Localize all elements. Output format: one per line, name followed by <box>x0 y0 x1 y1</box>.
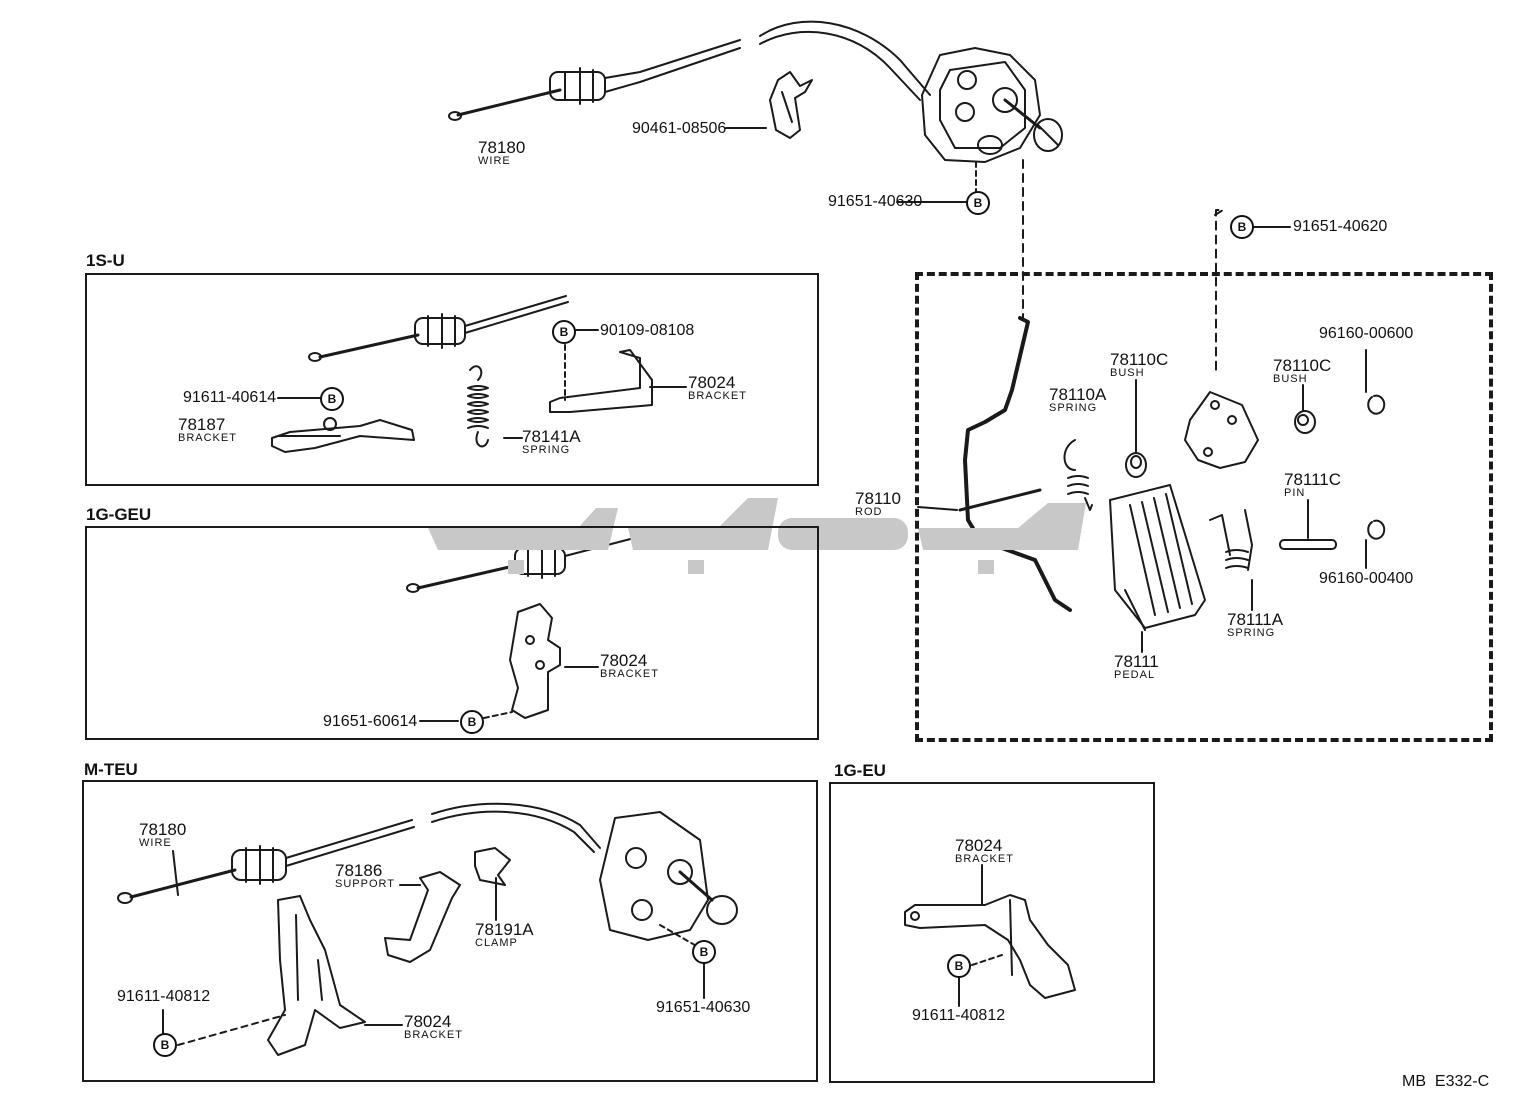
part-name-label: BUSH <box>1110 367 1145 379</box>
mteu-clamp-78191A <box>474 847 511 886</box>
part-number-label: 96160-00600 <box>1319 325 1414 342</box>
mteu-wire <box>117 802 601 904</box>
top-pedal-mount-plate <box>921 47 1063 163</box>
pedal-assembly-dashed-box <box>915 272 1493 742</box>
part-number-label: 78024 <box>600 651 648 670</box>
part-name-label: BRACKET <box>688 390 747 402</box>
part-number-label: 78191A <box>475 920 534 939</box>
part-name-label: CLAMP <box>475 937 518 949</box>
washer-96160-00600 <box>1367 394 1386 415</box>
watermark-logo <box>428 498 1086 574</box>
bolt-marker: B <box>966 191 990 215</box>
mteu-support-78186 <box>384 871 461 963</box>
top-wire-assembly <box>448 20 931 121</box>
part-number-label: 78180 <box>139 820 187 839</box>
leader-right-bolt <box>1214 209 1224 371</box>
su-spring-78141A <box>467 365 489 448</box>
part-name-label: PIN <box>1284 487 1306 499</box>
section-title-1g-eu: 1G-EU <box>834 761 886 780</box>
part-number-label: 78024 <box>404 1012 452 1031</box>
part-number-label: 78111C <box>1284 470 1342 489</box>
part-number-label: 78111 <box>1114 652 1159 671</box>
part-number-label: 91651-40630 <box>828 193 923 210</box>
part-number-label: 91651-40620 <box>1293 218 1388 235</box>
su-bracket-78187 <box>271 417 415 453</box>
section-title-1g-geu: 1G-GEU <box>86 505 152 524</box>
part-number-label: 78180 <box>478 138 526 157</box>
top-clip-90461 <box>769 71 813 139</box>
part-number-label: 78024 <box>688 373 736 392</box>
spring-78110A <box>1063 439 1093 511</box>
eu-bracket-78024 <box>904 894 1076 999</box>
diagram-reference-code: MB E332-C <box>1402 1073 1490 1090</box>
part-name-label: SUPPORT <box>335 878 395 890</box>
geu-bracket-78024 <box>509 603 561 719</box>
section-box-1g-geu <box>85 526 819 740</box>
part-number-label: 78110A <box>1049 385 1107 404</box>
washer-96160-00400 <box>1367 519 1386 540</box>
bolt-marker: B <box>153 1033 177 1057</box>
part-name-label: BRACKET <box>955 853 1014 865</box>
pedal-78111 <box>1109 484 1206 631</box>
bush-78110C-2 <box>1294 410 1316 434</box>
part-name-label: SPRING <box>522 444 571 456</box>
part-number-label: 78110 <box>855 489 902 508</box>
part-number-label: 78110C <box>1110 350 1169 369</box>
section-title-m-teu: M-TEU <box>84 760 138 779</box>
section-box-m-teu <box>82 780 818 1082</box>
part-number-label: 91651-60614 <box>323 713 418 730</box>
part-number-label: 78187 <box>178 415 226 434</box>
bolt-marker: B <box>692 940 716 964</box>
mteu-bracket-78024 <box>267 895 366 1056</box>
part-number-label: 96160-00400 <box>1319 570 1414 587</box>
pin-78111C <box>1279 539 1337 550</box>
bolt-marker: B <box>947 954 971 978</box>
part-name-label: BRACKET <box>178 432 237 444</box>
bolt-marker: B <box>552 320 576 344</box>
section-title-1s-u: 1S-U <box>86 251 125 270</box>
bolt-marker: B <box>1230 215 1254 239</box>
part-name-label: WIRE <box>478 155 511 167</box>
section-box-1s-u <box>85 273 819 486</box>
su-bracket-78024 <box>549 344 653 413</box>
part-name-label: BRACKET <box>404 1029 463 1041</box>
spring-78111A <box>1209 509 1253 571</box>
part-name-label: BUSH <box>1273 373 1308 385</box>
part-number-label: 78141A <box>522 427 581 446</box>
part-number-label: 91651-40630 <box>656 999 751 1016</box>
part-number-label: 91611-40614 <box>183 389 277 406</box>
bolt-marker: B <box>460 710 484 734</box>
pedal-mount-bracket <box>1184 391 1259 469</box>
su-wire <box>308 295 569 362</box>
part-number-label: 90461-08506 <box>632 120 727 137</box>
bolt-marker: B <box>320 387 344 411</box>
part-number-label: 78186 <box>335 861 383 880</box>
part-number-label: 91611-40812 <box>117 988 211 1005</box>
mteu-pedal-mount-plate <box>599 811 738 941</box>
part-name-label: SPRING <box>1227 627 1276 639</box>
part-number-label: 78024 <box>955 836 1003 855</box>
part-name-label: SPRING <box>1049 402 1098 414</box>
part-number-label: 91611-40812 <box>912 1007 1006 1024</box>
section-box-1g-eu <box>829 782 1155 1083</box>
part-name-label: ROD <box>855 506 883 518</box>
rod-78110 <box>917 316 1072 612</box>
part-number-label: 78111A <box>1227 610 1284 629</box>
part-name-label: WIRE <box>139 837 172 849</box>
part-number-label: 78110C <box>1273 356 1332 375</box>
part-name-label: PEDAL <box>1114 669 1156 681</box>
part-number-label: 90109-08108 <box>600 322 695 339</box>
part-name-label: BRACKET <box>600 668 659 680</box>
